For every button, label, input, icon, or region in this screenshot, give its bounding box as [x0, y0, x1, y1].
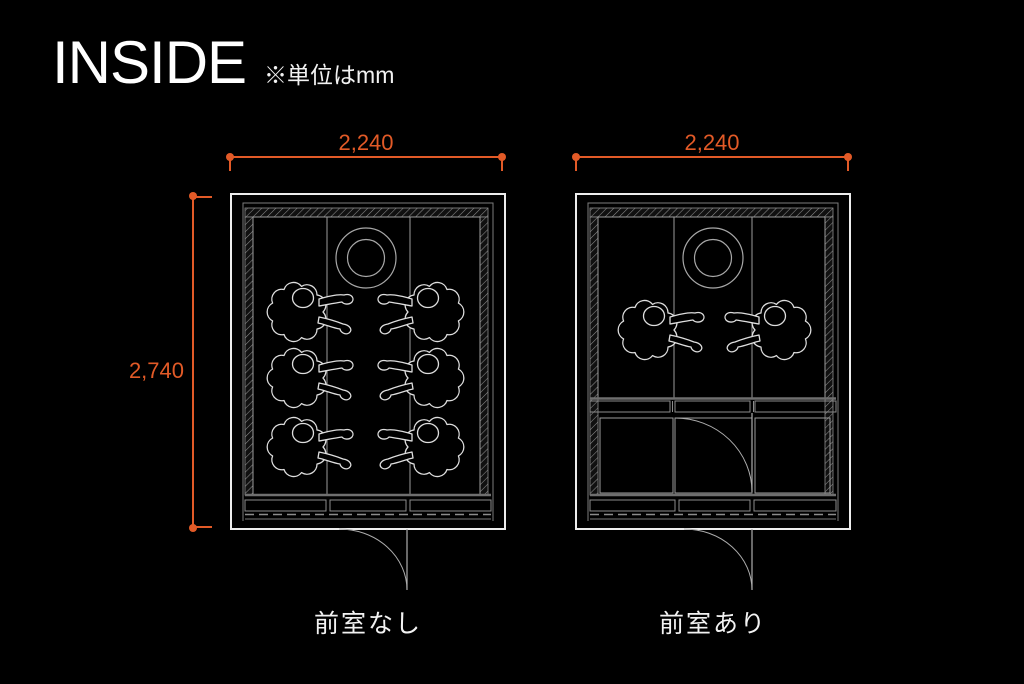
page-title: INSIDE: [52, 29, 247, 96]
wall-hatch-top: [589, 207, 834, 218]
dimension-width-right-value: 2,240: [684, 130, 740, 155]
anteroom-section-left: [599, 417, 674, 494]
anteroom-section-right: [754, 417, 831, 494]
ceiling-vent-circle-inner: [346, 238, 386, 278]
dimension-line: [575, 156, 849, 158]
ceiling-vent-circle-inner: [693, 238, 733, 278]
dimension-height-left-value: 2,740: [128, 358, 184, 383]
anteroom-section-middle: [674, 417, 753, 494]
wall-hatch-top: [244, 207, 489, 218]
ceiling-vent-circle-outer: [682, 227, 744, 289]
header: INSIDE ※単位はmm: [52, 30, 394, 96]
entrance-track: [589, 499, 837, 512]
door-swing-arc: [683, 528, 753, 591]
wall-hatch-right: [479, 216, 489, 496]
inner-door-swing-arc: [674, 417, 753, 493]
dimension-line: [229, 156, 503, 158]
person-figure: [724, 299, 812, 361]
dimension-tick: [229, 157, 231, 171]
wall-hatch-left: [244, 216, 254, 496]
caption-with-anteroom: 前室あり: [658, 610, 767, 638]
person-figure: [377, 347, 465, 409]
outer-wall: [230, 193, 506, 530]
person-figure: [266, 281, 354, 343]
dimension-width-left: 2,240: [226, 130, 506, 176]
dimension-tick: [847, 157, 849, 171]
dimension-tick: [501, 157, 503, 171]
outer-wall: [575, 193, 851, 530]
dimension-width-right: 2,240: [572, 130, 852, 176]
caption-no-anteroom: 前室なし: [313, 610, 422, 638]
wall-hatch-right: [824, 216, 834, 496]
person-figure: [377, 281, 465, 343]
anteroom-wall-band: [589, 400, 837, 413]
person-figure: [377, 416, 465, 478]
person-figure: [266, 416, 354, 478]
wall-inner-face: [587, 202, 839, 521]
person-figure: [617, 299, 705, 361]
door-swing-arc: [338, 528, 408, 591]
entrance-track: [244, 499, 492, 512]
wall-hatch-left: [589, 216, 599, 496]
wall-inner-face: [242, 202, 494, 521]
ceiling-vent-circle-outer: [335, 227, 397, 289]
floor-plan-no-anteroom: [230, 193, 506, 591]
person-figure: [266, 347, 354, 409]
dimension-tick: [193, 196, 212, 198]
unit-note: ※単位はmm: [264, 62, 395, 88]
dimension-height-line: [192, 196, 194, 528]
dimension-tick: [193, 526, 212, 528]
floor-plan-with-anteroom: [575, 193, 851, 591]
dimension-width-left-value: 2,240: [338, 130, 394, 155]
dimension-endpoint-dot: [189, 524, 197, 532]
dimension-tick: [575, 157, 577, 171]
